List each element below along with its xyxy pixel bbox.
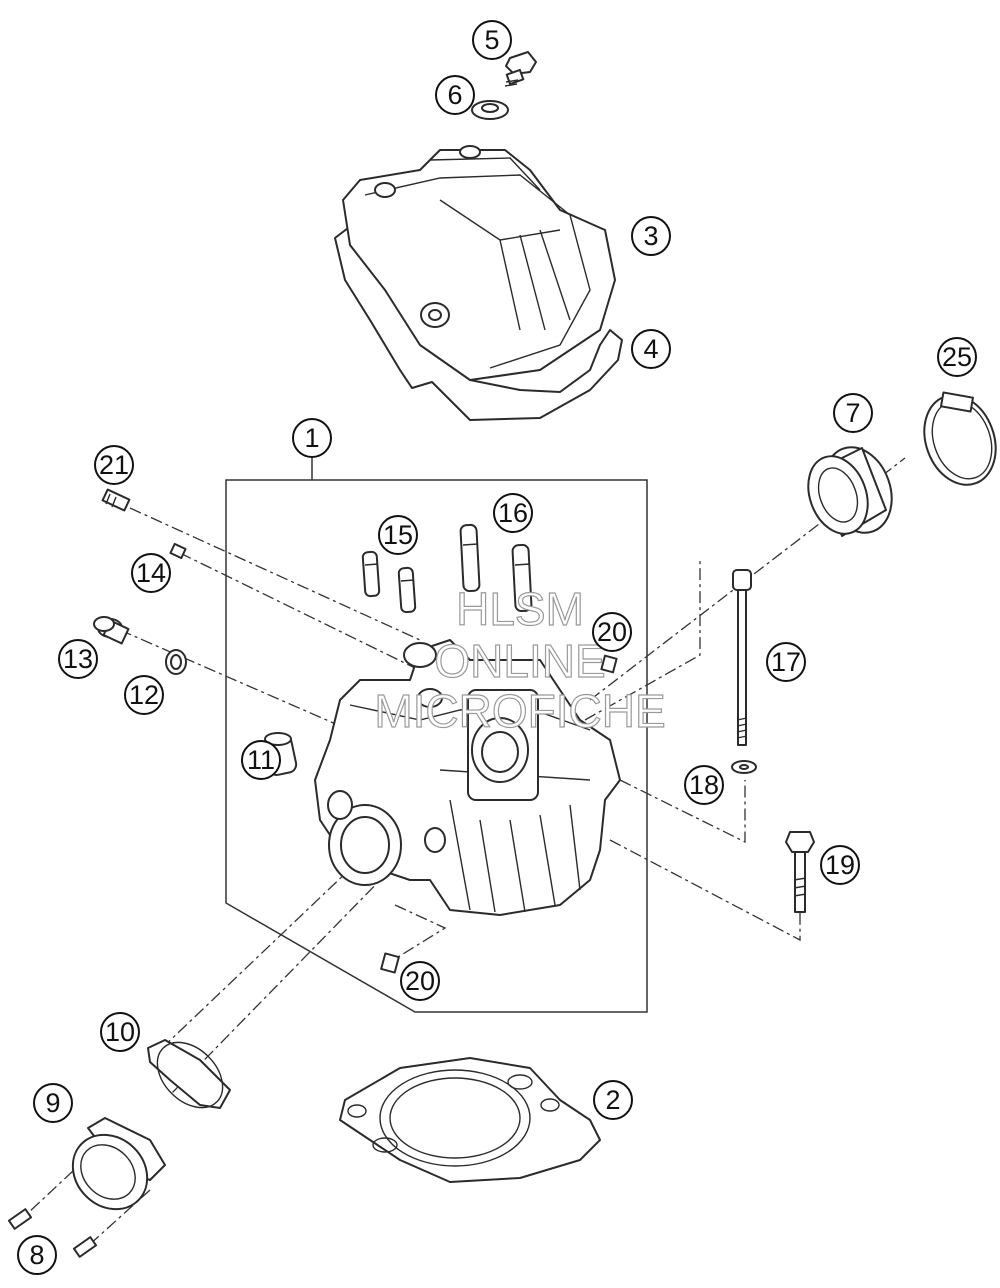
gasket-10 <box>147 1039 231 1109</box>
watermark: HLSM ONLINE MICROFICHE <box>374 582 667 737</box>
callout-25-label: 25 <box>942 342 972 372</box>
plug-20-lower <box>380 952 400 974</box>
callout-7-label: 7 <box>845 398 860 428</box>
callout-17-label: 17 <box>771 647 801 677</box>
callout-8: 8 <box>17 1235 57 1275</box>
bolts-8 <box>7 1208 98 1258</box>
callout-6-label: 6 <box>447 80 462 110</box>
callout-5-label: 5 <box>484 25 499 55</box>
washer-18 <box>731 760 757 774</box>
callout-21: 21 <box>94 445 134 485</box>
callout-14-label: 14 <box>136 558 166 588</box>
callout-13-label: 13 <box>63 644 93 674</box>
callout-2: 2 <box>593 1080 633 1120</box>
callout-8-label: 8 <box>29 1240 44 1270</box>
callout-19-label: 19 <box>825 850 855 880</box>
screw-plug-13 <box>93 616 130 645</box>
callout-15: 15 <box>378 515 418 555</box>
assembly-frame <box>225 458 648 1013</box>
head-gasket-2 <box>339 1057 601 1183</box>
callout-20-upper: 20 <box>592 612 632 652</box>
callout-9-label: 9 <box>45 1088 60 1118</box>
plug-20-upper <box>600 654 618 674</box>
callout-19: 19 <box>820 845 860 885</box>
callout-10: 10 <box>100 1012 140 1052</box>
callouts: 1 2 3 4 5 6 7 8 <box>17 20 977 1275</box>
callout-3: 3 <box>631 216 671 256</box>
watermark-line-1: HLSM <box>456 583 584 635</box>
bolt-19 <box>785 831 815 913</box>
watermark-line-3: MICROFICHE <box>374 685 665 737</box>
cylinder-head-1 <box>314 639 621 916</box>
valve-cover-3 <box>342 145 616 381</box>
callout-12: 12 <box>124 675 164 715</box>
callout-9: 9 <box>33 1083 73 1123</box>
callout-2-label: 2 <box>605 1085 620 1115</box>
callout-11-label: 11 <box>247 745 275 775</box>
intake-flange-7 <box>807 446 893 537</box>
callout-20-upper-label: 20 <box>597 617 627 647</box>
callout-4-label: 4 <box>643 334 658 364</box>
callout-16: 16 <box>493 493 533 533</box>
fitting-21 <box>101 488 131 512</box>
callout-18: 18 <box>684 765 724 805</box>
callout-20-lower: 20 <box>400 961 440 1001</box>
callout-4: 4 <box>631 329 671 369</box>
callout-25: 25 <box>937 337 977 377</box>
valve-guides-15 <box>361 550 417 614</box>
valve-guides-16 <box>459 523 533 613</box>
stud-bolt-17 <box>732 569 752 746</box>
callout-13: 13 <box>58 639 98 679</box>
callout-1: 1 <box>292 418 332 458</box>
callout-16-label: 16 <box>498 498 528 528</box>
callout-21-label: 21 <box>99 450 129 480</box>
watermark-line-2: ONLINE <box>434 635 605 687</box>
callout-20-lower-label: 20 <box>405 966 435 996</box>
callout-12-label: 12 <box>129 680 159 710</box>
callout-11: 11 <box>241 740 281 780</box>
callout-17: 17 <box>766 642 806 682</box>
seal-ring-12 <box>165 649 187 675</box>
washer-6 <box>471 100 509 120</box>
intake-flange-9 <box>71 1117 166 1211</box>
callout-1-label: 1 <box>304 423 319 453</box>
callout-5: 5 <box>472 20 512 60</box>
callout-14: 14 <box>131 553 171 593</box>
callout-15-label: 15 <box>383 520 413 550</box>
callout-7: 7 <box>833 393 873 433</box>
hose-clamp-25 <box>923 391 997 486</box>
callout-3-label: 3 <box>643 221 658 251</box>
plug-14 <box>169 542 187 560</box>
callout-10-label: 10 <box>105 1017 135 1047</box>
callout-6: 6 <box>435 75 475 115</box>
callout-18-label: 18 <box>689 770 719 800</box>
bolt-5 <box>504 51 537 87</box>
